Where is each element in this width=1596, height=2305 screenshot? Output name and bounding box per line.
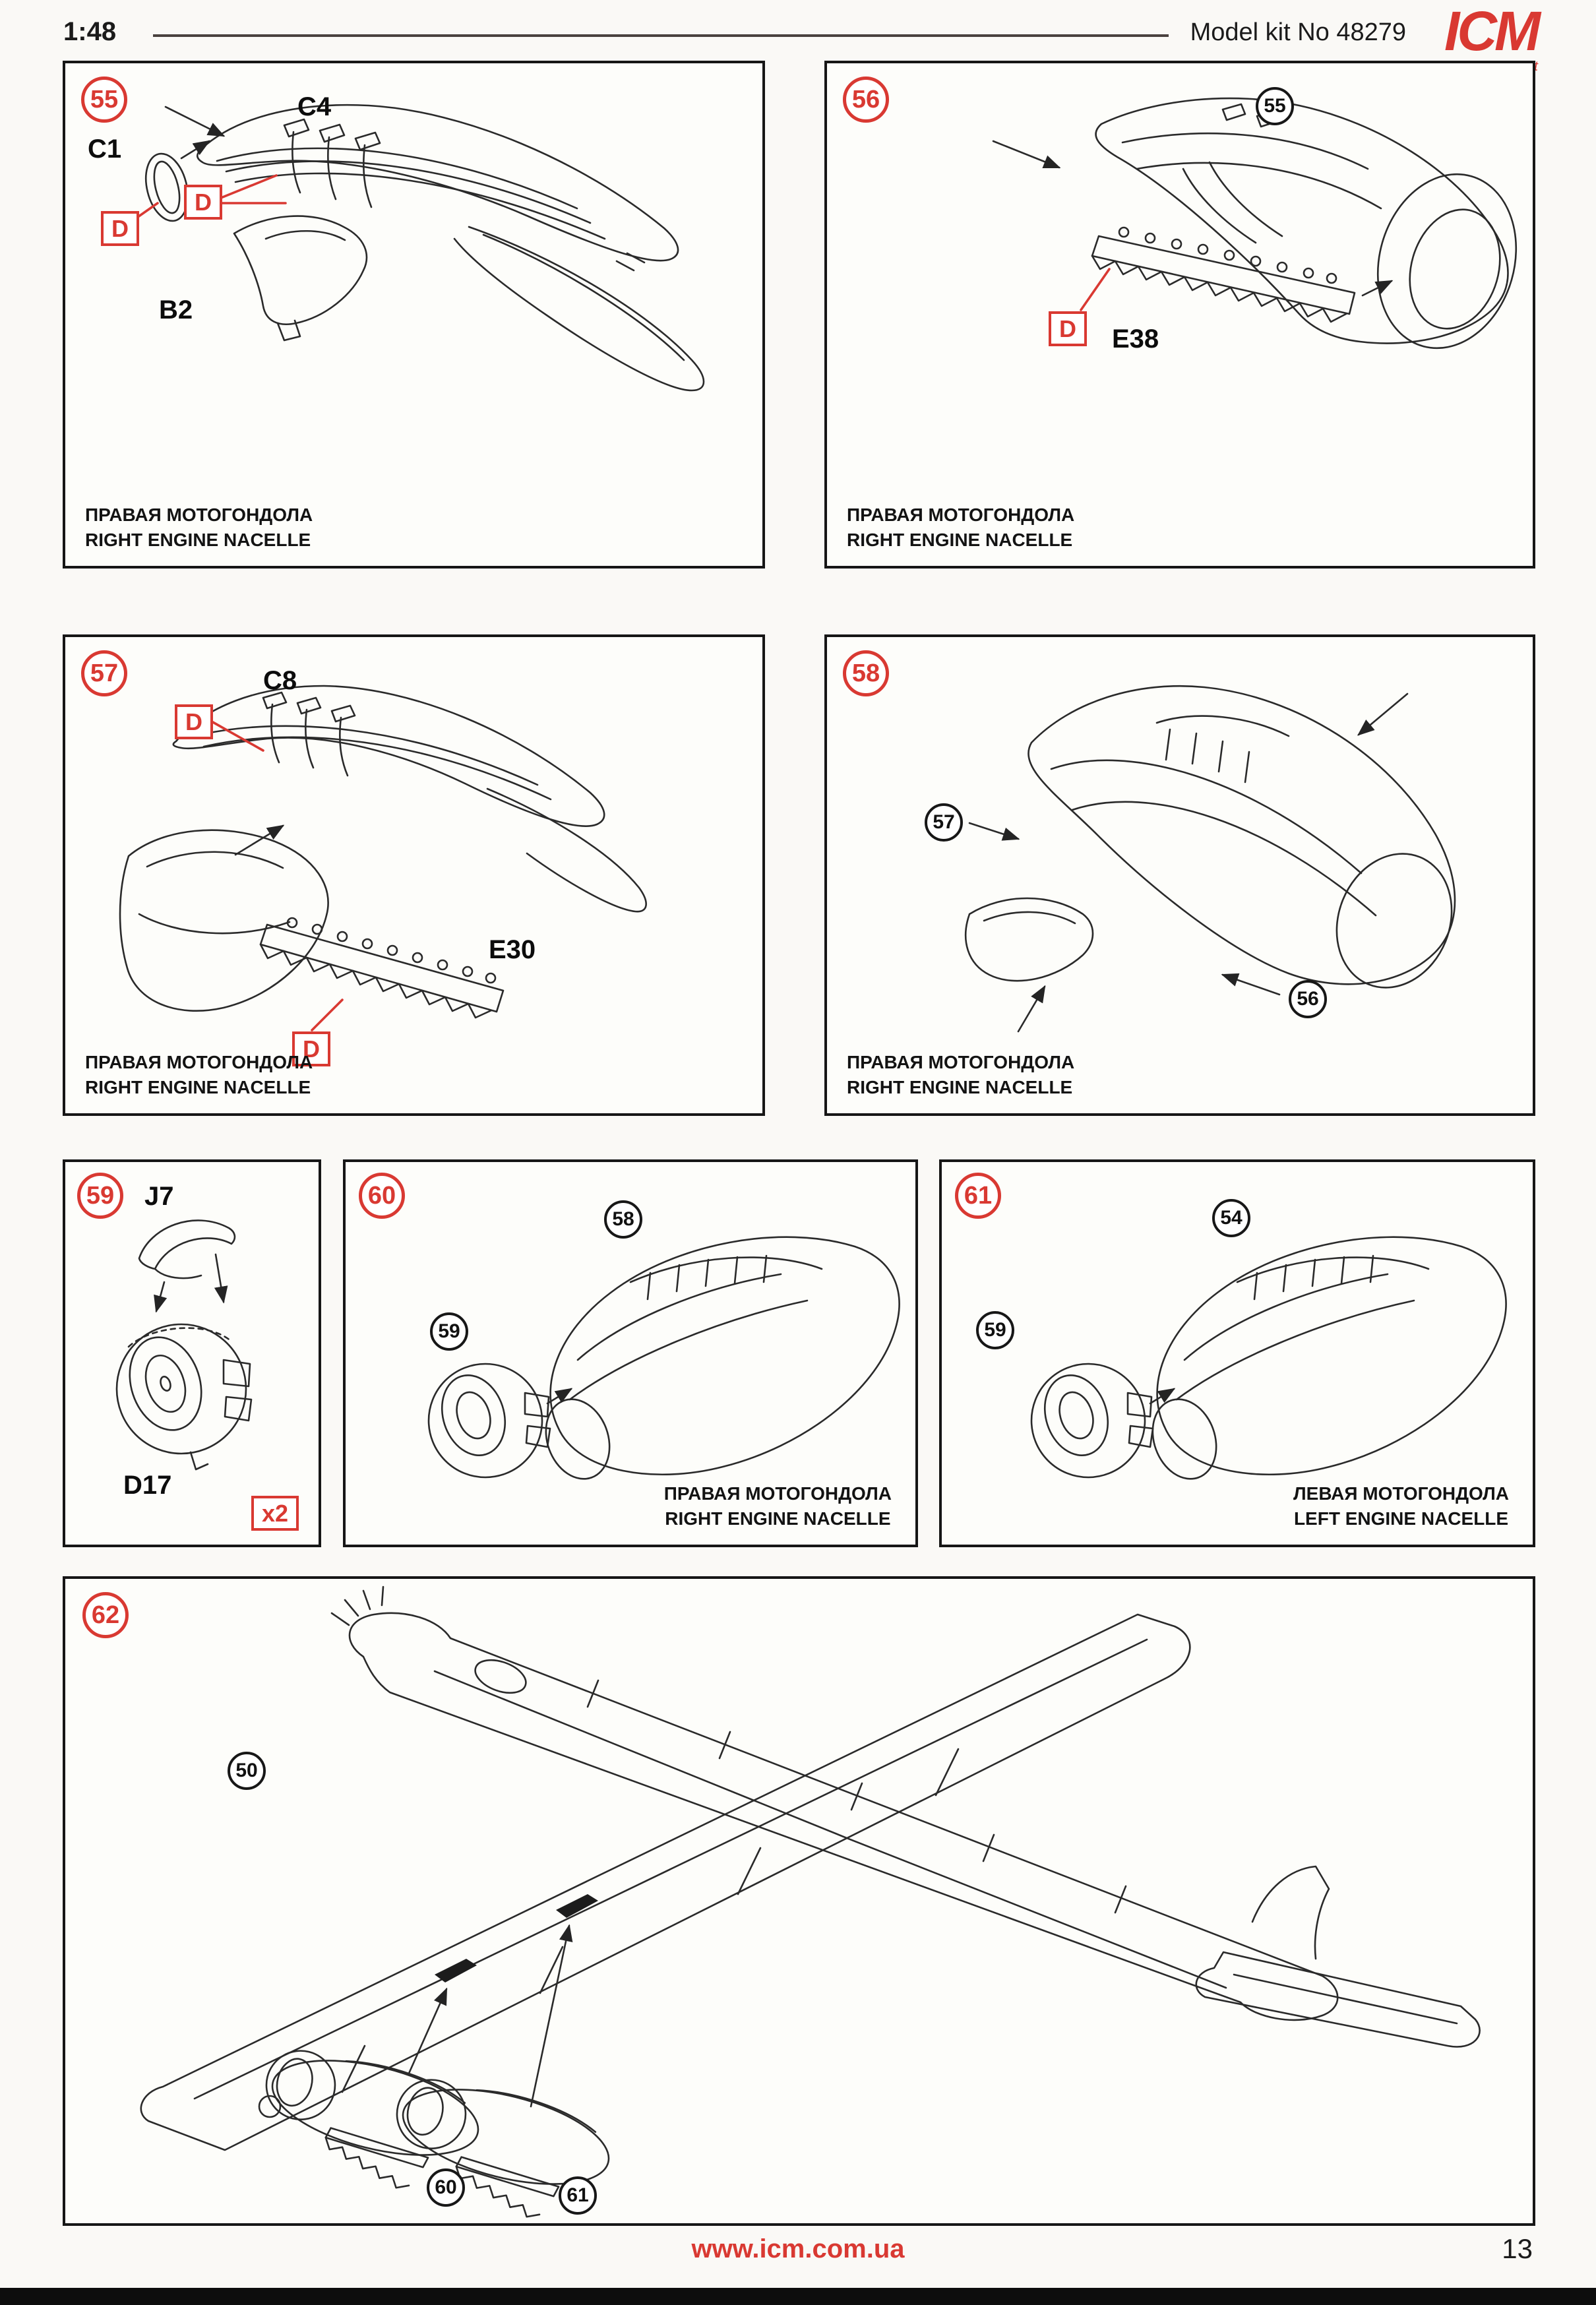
caption-ru: ЛЕВАЯ МОТОГОНДОЛА bbox=[1293, 1483, 1509, 1504]
subassembly-ref-61: 61 bbox=[559, 2176, 597, 2215]
caption-en: RIGHT ENGINE NACELLE bbox=[847, 530, 1073, 551]
lower-cowl-piece-drawing bbox=[964, 897, 1094, 982]
step-number-badge: 56 bbox=[843, 77, 889, 123]
bottom-bar bbox=[0, 2288, 1596, 2305]
step-59-diagram bbox=[115, 1219, 253, 1471]
aircraft-wings-drawing bbox=[140, 1613, 1191, 2151]
step-60-panel: 60 58 59 ПРАВАЯ МОТОГОНДОЛА RIGHT ENGINE… bbox=[343, 1159, 918, 1547]
part-b2-drawing bbox=[233, 215, 368, 342]
subassembly-ref-57: 57 bbox=[925, 803, 963, 842]
step-56-panel: 56 55 D E38 ПРАВАЯ МОТОГОНДОЛА RIGHT ENG… bbox=[824, 61, 1535, 569]
glue-label-d: D bbox=[184, 185, 222, 220]
part-label-c1: C1 bbox=[88, 135, 122, 164]
panel-caption: ЛЕВАЯ МОТОГОНДОЛА LEFT ENGINE NACELLE bbox=[1293, 1481, 1509, 1531]
caption-en: RIGHT ENGINE NACELLE bbox=[85, 1077, 311, 1098]
step-55-diagram bbox=[130, 104, 705, 392]
caption-en: LEFT ENGINE NACELLE bbox=[1293, 1508, 1509, 1529]
step-number-badge: 58 bbox=[843, 650, 889, 696]
nacelle-body-drawing bbox=[545, 1236, 900, 1480]
step-58-diagram bbox=[964, 685, 1456, 1033]
left-nacelle-pod-drawing bbox=[396, 2079, 610, 2218]
part-c1-drawing bbox=[144, 152, 189, 222]
panel-caption: ПРАВАЯ МОТОГОНДОЛА RIGHT ENGINE NACELLE bbox=[847, 503, 1074, 553]
engine-front-drawing bbox=[1030, 1363, 1154, 1479]
part-d17-drawing bbox=[115, 1323, 253, 1471]
part-j7-drawing bbox=[138, 1219, 236, 1279]
caption-ru: ПРАВАЯ МОТОГОНДОЛА bbox=[847, 505, 1075, 526]
subassembly-ref-54: 54 bbox=[1212, 1199, 1250, 1237]
step-60-diagram bbox=[427, 1236, 900, 1480]
part-e30-drawing bbox=[259, 917, 505, 1019]
step-number-badge: 55 bbox=[81, 77, 127, 123]
panel-caption: ПРАВАЯ МОТОГОНДОЛА RIGHT ENGINE NACELLE bbox=[664, 1481, 892, 1531]
part-label-e30: E30 bbox=[489, 935, 536, 964]
caption-en: RIGHT ENGINE NACELLE bbox=[665, 1508, 891, 1529]
panel-caption: ПРАВАЯ МОТОГОНДОЛА RIGHT ENGINE NACELLE bbox=[85, 503, 313, 553]
step-61-panel: 61 54 59 ЛЕВАЯ МОТОГОНДОЛА LEFT ENGINE N… bbox=[939, 1159, 1535, 1547]
scale-label: 1:48 bbox=[63, 17, 117, 46]
step-61-diagram bbox=[1030, 1236, 1507, 1480]
nacelle-upper-shell-drawing bbox=[172, 685, 647, 913]
glue-label-d: D bbox=[175, 704, 213, 739]
part-e38-drawing bbox=[1091, 226, 1356, 323]
website-url: www.icm.com.ua bbox=[691, 2234, 905, 2263]
subassembly-ref-50: 50 bbox=[228, 1752, 266, 1790]
subassembly-ref-60: 60 bbox=[427, 2168, 465, 2207]
caption-en: RIGHT ENGINE NACELLE bbox=[85, 530, 311, 551]
icm-logo-text: ICM bbox=[1444, 0, 1541, 62]
subassembly-ref-56: 56 bbox=[1289, 980, 1327, 1018]
nacelle-upper-shell-drawing bbox=[196, 104, 705, 392]
part-label-b2: B2 bbox=[159, 295, 193, 324]
glue-label-d: D bbox=[101, 211, 139, 246]
panel-caption: ПРАВАЯ МОТОГОНДОЛА RIGHT ENGINE NACELLE bbox=[85, 1050, 313, 1100]
quantity-label-x2: x2 bbox=[251, 1496, 299, 1531]
step-55-panel: 55 C4 C1 D D B2 ПРАВАЯ МОТОГОНДОЛА RIGHT… bbox=[63, 61, 765, 569]
part-label-c8: C8 bbox=[263, 666, 297, 695]
nacelle-assembly-drawing bbox=[1028, 685, 1456, 989]
nacelle-lower-shell-drawing bbox=[119, 829, 329, 1012]
step-57-panel: 57 C8 D E30 D ПРАВАЯ МОТОГОНДОЛА RIGHT E… bbox=[63, 634, 765, 1116]
part-label-c4: C4 bbox=[297, 92, 332, 121]
caption-ru: ПРАВАЯ МОТОГОНДОЛА bbox=[847, 1052, 1075, 1073]
step-number-badge: 61 bbox=[955, 1173, 1001, 1219]
nacelle-body-drawing bbox=[1151, 1236, 1507, 1480]
nacelle-assembly-drawing bbox=[1095, 97, 1518, 350]
part-label-j7: J7 bbox=[144, 1182, 174, 1211]
caption-ru: ПРАВАЯ МОТОГОНДОЛА bbox=[85, 505, 313, 526]
step-number-badge: 60 bbox=[359, 1173, 405, 1219]
step-58-panel: 58 57 56 ПРАВАЯ МОТОГОНДОЛА RIGHT ENGINE… bbox=[824, 634, 1535, 1116]
caption-ru: ПРАВАЯ МОТОГОНДОЛА bbox=[85, 1052, 313, 1073]
aircraft-tail-drawing bbox=[1195, 1865, 1481, 2048]
step-57-diagram bbox=[119, 685, 647, 1031]
caption-ru: ПРАВАЯ МОТОГОНДОЛА bbox=[663, 1483, 892, 1504]
subassembly-ref-59: 59 bbox=[430, 1312, 468, 1351]
page-number: 13 bbox=[1502, 2233, 1533, 2264]
step-59-panel: 59 J7 D17 x2 bbox=[63, 1159, 321, 1547]
header-rule bbox=[153, 34, 1169, 37]
glue-label-d: D bbox=[292, 1031, 330, 1066]
step-62-panel: 62 50 60 61 bbox=[63, 1576, 1535, 2226]
kit-number: Model kit No 48279 bbox=[1190, 18, 1406, 46]
nacelle-mount-mark bbox=[435, 1959, 477, 1982]
panel-caption: ПРАВАЯ МОТОГОНДОЛА RIGHT ENGINE NACELLE bbox=[847, 1050, 1074, 1100]
step-56-diagram bbox=[992, 97, 1518, 350]
step-number-badge: 57 bbox=[81, 650, 127, 696]
subassembly-ref-59: 59 bbox=[976, 1311, 1014, 1349]
part-label-e38: E38 bbox=[1112, 324, 1159, 353]
step-number-badge: 62 bbox=[82, 1592, 129, 1638]
caption-en: RIGHT ENGINE NACELLE bbox=[847, 1077, 1073, 1098]
step-number-badge: 59 bbox=[77, 1173, 123, 1219]
engine-front-drawing bbox=[427, 1363, 551, 1479]
step-62-diagram bbox=[140, 1585, 1481, 2218]
glue-label-d: D bbox=[1049, 311, 1087, 346]
subassembly-ref-58: 58 bbox=[604, 1200, 642, 1239]
nacelle-mount-mark bbox=[556, 1894, 598, 1918]
right-nacelle-pod-drawing bbox=[265, 2050, 479, 2189]
subassembly-ref-55: 55 bbox=[1256, 87, 1294, 125]
part-label-d17: D17 bbox=[123, 1471, 172, 1500]
aircraft-fuselage-drawing bbox=[330, 1585, 1339, 2021]
